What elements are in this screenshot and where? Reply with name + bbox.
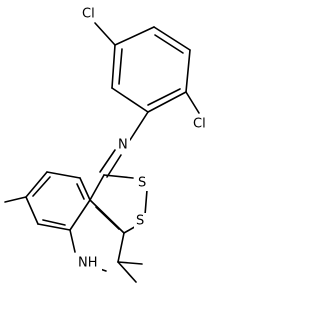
atom-s-lower: S (134, 213, 148, 229)
atom-label-cl-top: Cl (82, 7, 95, 22)
bond-imine-double-a (99, 149, 116, 173)
dithiole-ring (89, 174, 148, 234)
atom-label-s-lower: S (136, 214, 144, 229)
bond-cl-right (185, 91, 200, 114)
bond-methyl-a (117, 261, 137, 283)
atom-n-imine: N (116, 137, 130, 153)
bond-cl-top (94, 22, 116, 46)
bond-methyl-b (117, 261, 143, 265)
dichlorophenyl-ring (111, 26, 191, 113)
atom-cl-top: Cl (80, 5, 98, 22)
bond-aryl-methyl (4, 196, 27, 203)
atom-label-n-imine: N (118, 138, 128, 153)
atom-cl-right: Cl (192, 116, 210, 132)
atom-label-s-upper: S (138, 176, 146, 191)
atom-s-upper: S (136, 175, 150, 191)
bond-imine-double-b (106, 154, 122, 178)
atom-label-nh: NH (78, 256, 98, 271)
atom-nh: NH (76, 255, 102, 271)
molecule-structure: Cl Cl N S S NH (4, 5, 210, 283)
benzo-ring (25, 171, 91, 231)
bond-phenyl-n (129, 111, 149, 141)
atom-label-cl-right: Cl (193, 117, 206, 132)
